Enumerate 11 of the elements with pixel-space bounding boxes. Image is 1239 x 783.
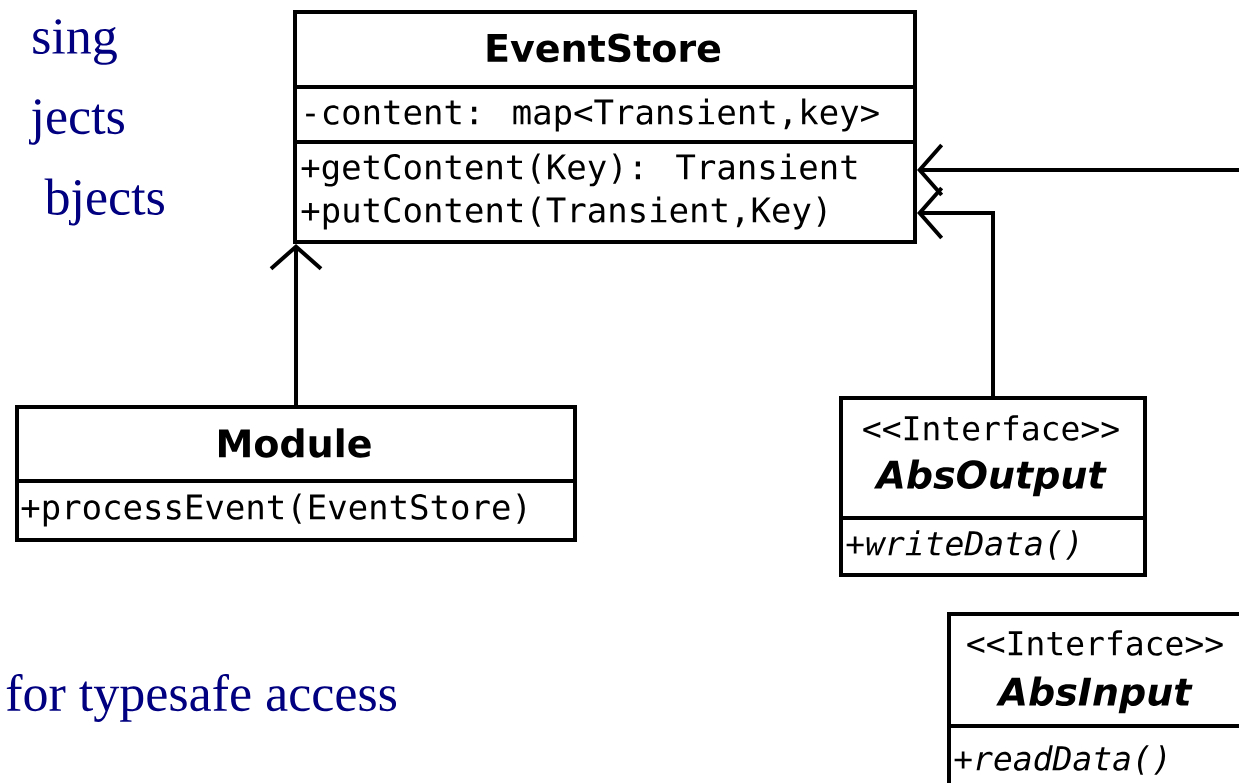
slide-text: bjects	[44, 178, 164, 226]
slide-text: for typesafe access	[6, 674, 397, 722]
arrow	[917, 186, 995, 396]
arrow	[917, 143, 1239, 197]
class-box: Module +processEvent(EventStore)	[15, 405, 577, 542]
class-box: EventStore -content: map<Transient,key> +getContent(Key): Transient +putContent(Transient,Key)	[293, 10, 917, 244]
arrow	[269, 244, 323, 405]
slide-text: jects	[29, 99, 124, 145]
slide-text: sing	[33, 19, 117, 65]
class-box: <<Interface>> AbsOutput +writeData()	[839, 396, 1147, 577]
class-box: <<Interface>> AbsInput +readData()	[947, 612, 1239, 783]
